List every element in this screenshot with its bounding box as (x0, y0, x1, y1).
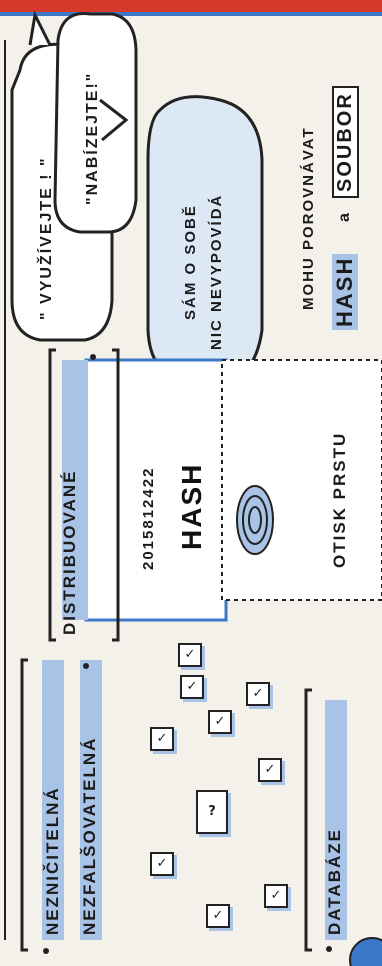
bullet-dot (43, 948, 49, 954)
bubble-vyuzivejte-text: " VYUŽÍVEJTE ! " (38, 156, 56, 320)
bullet-dot (83, 663, 89, 669)
bullet-dot (326, 946, 332, 952)
compare-hash: HASH (332, 254, 358, 330)
compare-line: MOHU POROVNÁVAT (300, 126, 317, 310)
db-node-icon: ✓ (180, 675, 204, 699)
bullet-dot (90, 354, 96, 360)
db-node-icon: ✓ (178, 643, 202, 667)
bubble-nabizejte-text: "NABÍZEJTE!" (84, 72, 102, 205)
db-node-icon: ✓ (264, 884, 288, 908)
label-neznicitelna: NEZNIČITELNÁ (43, 786, 63, 935)
bubble-sam-text-1: SÁM O SOBĚ (182, 204, 199, 320)
label-distribuovane: DISTRIBUOVANÉ (60, 470, 80, 635)
compare-a: a (336, 211, 354, 222)
fingerprint-icon (237, 486, 273, 554)
db-node-icon: ✓ (150, 852, 174, 876)
label-nezfalsovatelna: NEZFALŠOVATELNÁ (80, 737, 100, 935)
compare-soubor: SOUBOR (332, 86, 359, 198)
bubble-sam-text-2: NIC NEVYPOVÍDÁ (208, 194, 225, 350)
db-node-unknown-icon: ? (196, 790, 228, 834)
db-node-icon: ✓ (150, 727, 174, 751)
db-node-icon: ✓ (258, 758, 282, 782)
speech-bubble-sam (148, 97, 262, 380)
corner-circle (350, 938, 382, 966)
db-node-icon: ✓ (246, 682, 270, 706)
card-hash: HASH (176, 463, 208, 550)
db-node-icon: ✓ (208, 710, 232, 734)
card-otisk: OTISK PRSTU (330, 432, 350, 568)
label-databaze: DATABÁZE (325, 828, 345, 935)
db-node-icon: ✓ (206, 904, 230, 928)
card-number: 2015812422 (140, 467, 157, 570)
